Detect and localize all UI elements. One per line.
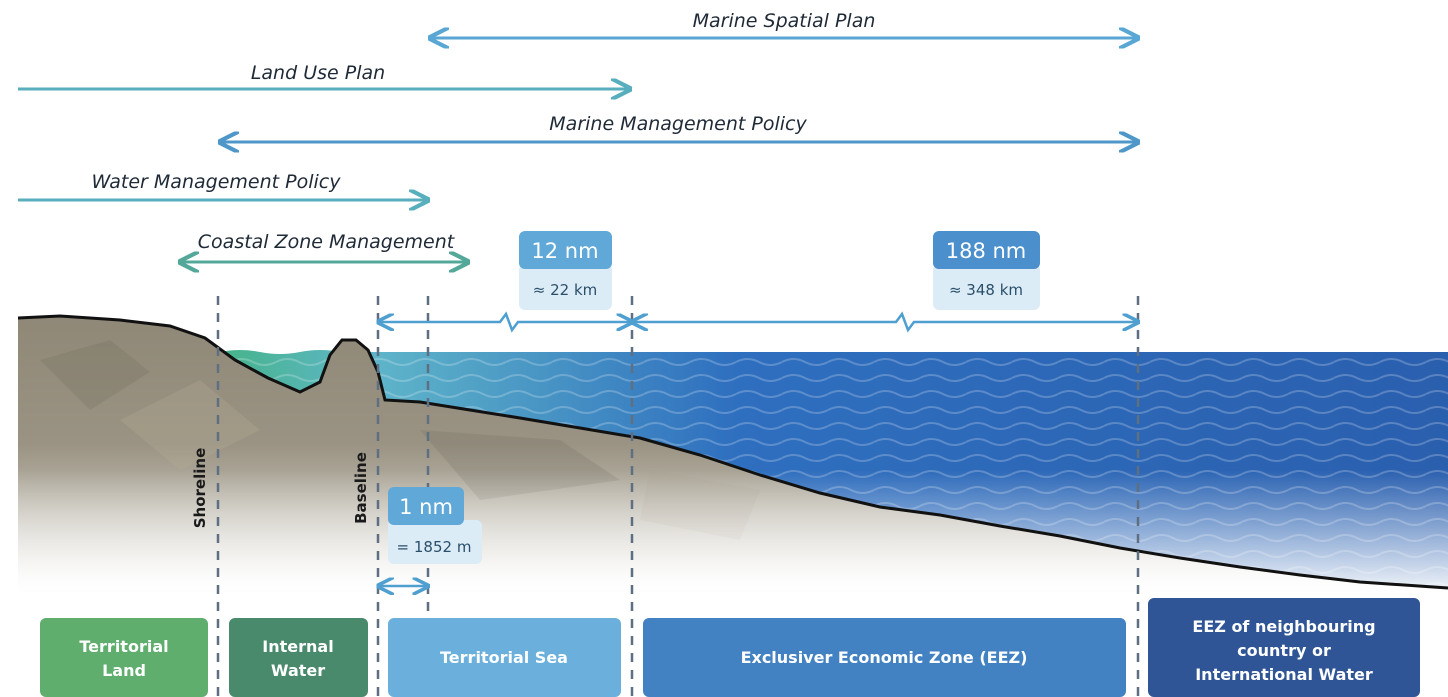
land-texture-2 <box>120 380 260 470</box>
zone-internal-water-line-2: Water <box>271 661 325 680</box>
eez-distance-arrow <box>632 311 1138 333</box>
badge-188nm-main: 188 nm <box>946 239 1027 263</box>
shoreline-label: Shoreline <box>191 448 209 529</box>
zone-eez-line-1: Exclusiver Economic Zone (EEZ) <box>741 648 1028 667</box>
badge-12nm-main-bg <box>519 231 612 269</box>
zone-neighbouring-line-1: EEZ of neighbouring <box>1192 617 1375 636</box>
badge-188nm-sub: ≈ 348 km <box>949 281 1023 299</box>
seascape <box>18 314 1448 592</box>
badge-1nm-main: 1 nm <box>399 495 453 519</box>
zone-neighbouring-line-3: International Water <box>1195 665 1373 684</box>
zone-internal-water: Internal Water <box>229 618 368 697</box>
zone-neighbouring-line-2: country or <box>1237 641 1331 660</box>
badge-12nm-sub: ≈ 22 km <box>533 281 598 299</box>
marine-spatial-plan-label: Marine Spatial Plan <box>693 10 876 32</box>
badge-188nm: 188 nm ≈ 348 km <box>933 231 1040 310</box>
land-use-plan-label: Land Use Plan <box>251 62 385 84</box>
badge-1nm: 1 nm = 1852 m <box>388 487 482 564</box>
zone-eez: Exclusiver Economic Zone (EEZ) <box>643 618 1126 697</box>
zone-territorial-sea-line-1: Territorial Sea <box>440 648 568 667</box>
coastal-zone-management-label: Coastal Zone Management <box>198 231 456 253</box>
badge-188nm-main-bg <box>933 231 1040 269</box>
zone-territorial-land-line-1: Territorial <box>79 637 168 656</box>
coast-outline <box>18 314 1448 590</box>
zone-internal-water-line-1: Internal <box>262 637 333 656</box>
badge-1nm-main-bg <box>388 487 464 525</box>
zone-territorial-sea: Territorial Sea <box>388 618 621 697</box>
plan-arrows: Marine Spatial Plan Land Use Plan Marine… <box>18 10 1138 262</box>
land-fade <box>18 470 1448 592</box>
baseline-label: Baseline <box>352 452 370 524</box>
distance-arrows <box>378 311 1138 586</box>
territorial-sea-distance-arrow <box>378 311 632 333</box>
zone-boxes: Territorial Land Internal Water Territor… <box>40 598 1420 697</box>
badge-12nm: 12 nm ≈ 22 km <box>519 231 612 310</box>
badge-12nm-main: 12 nm <box>531 239 598 263</box>
water-management-policy-label: Water Management Policy <box>92 171 342 193</box>
land-texture-1 <box>40 340 150 410</box>
badge-1nm-sub: = 1852 m <box>397 538 472 556</box>
badge-188nm-sub-bg <box>933 264 1040 310</box>
marine-management-policy-label: Marine Management Policy <box>549 113 807 135</box>
zone-neighbouring: EEZ of neighbouring country or Internati… <box>1148 598 1420 697</box>
badge-1nm-sub-bg <box>388 520 482 564</box>
zone-territorial-land: Territorial Land <box>40 618 208 697</box>
zone-territorial-land-line-2: Land <box>102 661 146 680</box>
badge-12nm-sub-bg <box>519 264 612 310</box>
